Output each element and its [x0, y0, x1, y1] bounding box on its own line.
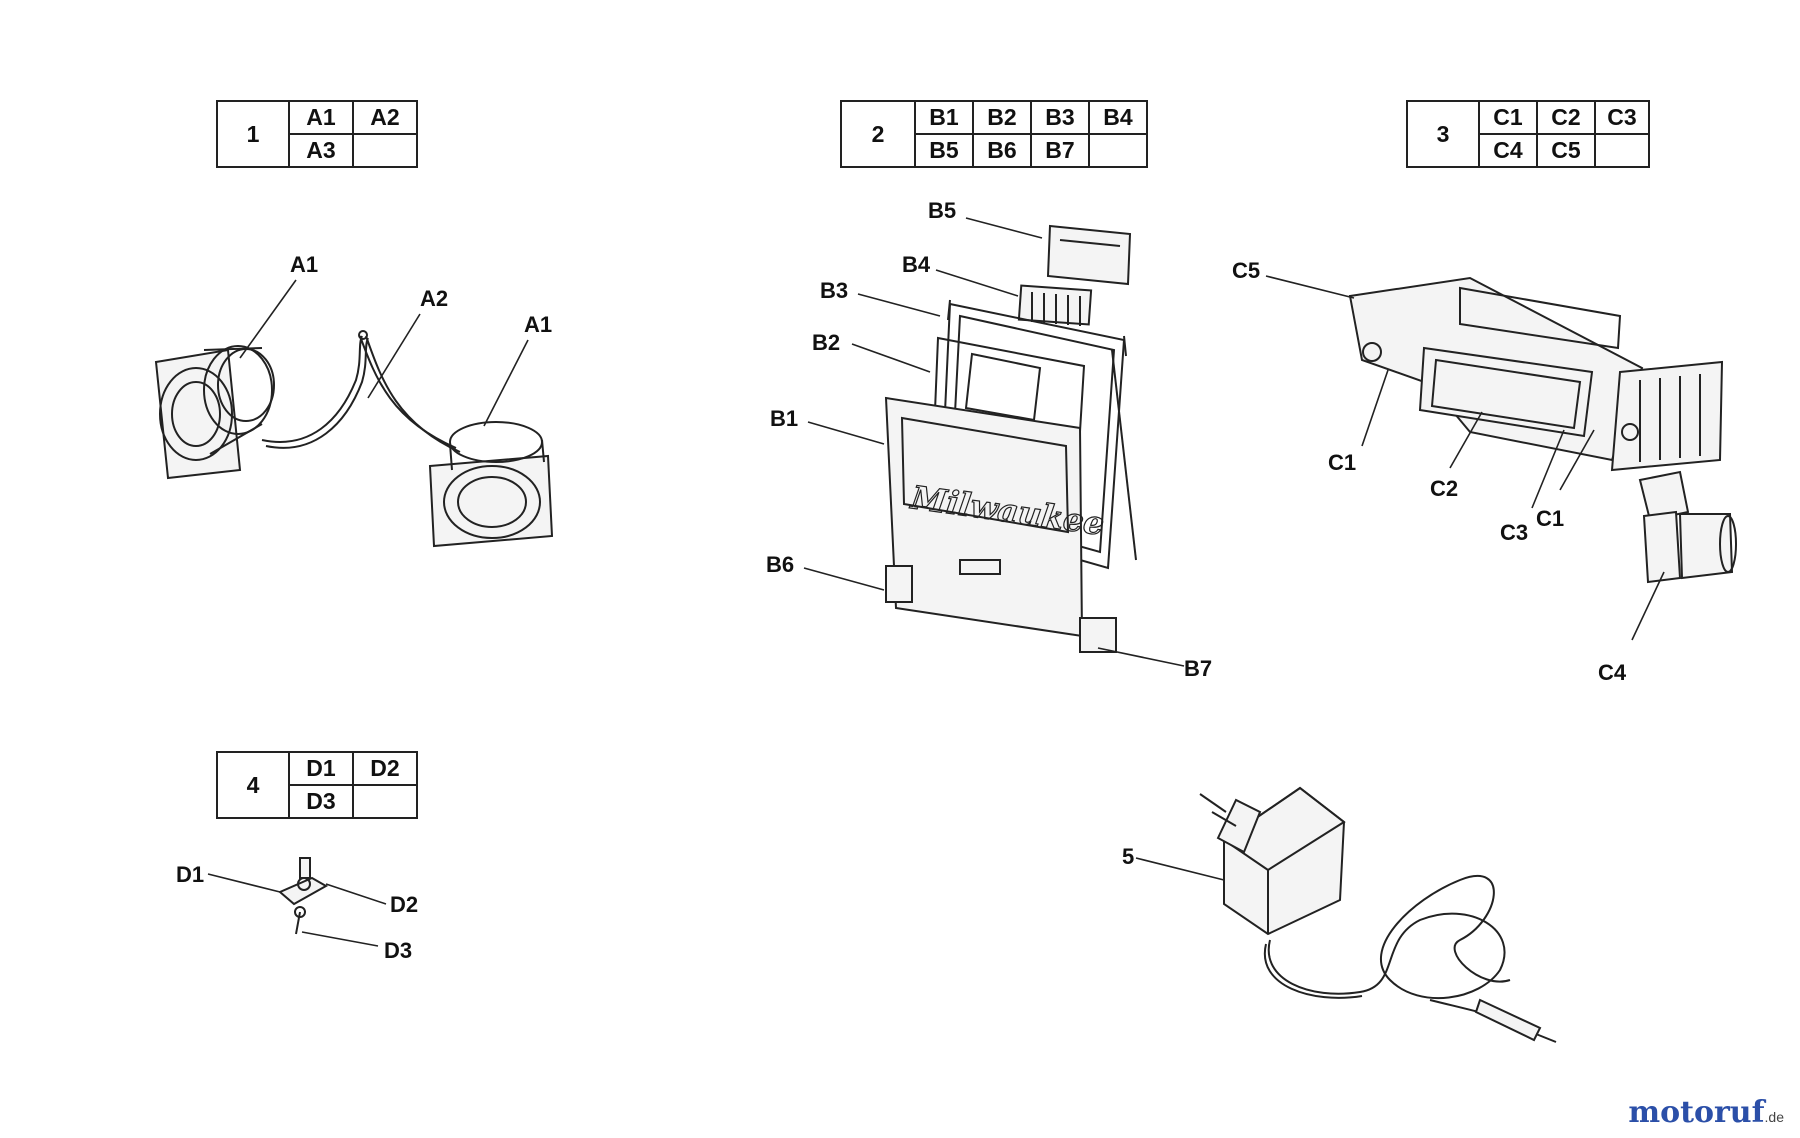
callout-d1: D1	[176, 862, 204, 887]
connector-board-icon	[1046, 224, 1132, 286]
part-cell	[1088, 133, 1148, 168]
watermark-suffix: .de	[1764, 1109, 1784, 1125]
callout-b4: B4	[902, 252, 931, 277]
leader-line	[965, 217, 1043, 239]
callout-c3: C3	[1500, 520, 1528, 545]
leader-line	[1559, 429, 1595, 491]
part-cell: A2	[352, 100, 418, 135]
terminal-block-icon	[1017, 284, 1093, 326]
callout-a2: A2	[420, 286, 448, 311]
callout-b6: B6	[766, 552, 794, 577]
part-cell: B3	[1030, 100, 1090, 135]
leader-line	[483, 339, 529, 427]
group-4-parts-table: 4 D1 D2 D3	[216, 751, 418, 819]
speaker-left-icon	[154, 345, 275, 480]
part-cell: B7	[1030, 133, 1090, 168]
part-cell: A3	[288, 133, 354, 168]
callout-a1: A1	[524, 312, 552, 337]
leader-line	[301, 931, 379, 947]
battery-door-icon: Milwaukee	[884, 396, 1117, 653]
leader-line	[1631, 571, 1665, 641]
part-cell: C2	[1536, 100, 1596, 135]
callout-d3: D3	[384, 938, 412, 963]
leader-line	[239, 279, 297, 359]
callout-b7: B7	[1184, 656, 1212, 681]
group-number: 1	[216, 100, 290, 168]
group-3-parts-table: 3 C1 C2 C3 C4 C5	[1406, 100, 1650, 168]
power-jack-icon	[1638, 470, 1737, 584]
leader-line	[1361, 369, 1389, 447]
callout-b3: B3	[820, 278, 848, 303]
watermark-text: motoruf	[1628, 1095, 1765, 1130]
callout-c5: C5	[1232, 258, 1260, 283]
callout-c2: C2	[1430, 476, 1458, 501]
leader-line	[1097, 647, 1185, 667]
speaker-cable-icon	[261, 330, 461, 453]
leader-line	[1531, 429, 1565, 509]
callout-d2: D2	[390, 892, 418, 917]
group-number: 4	[216, 751, 290, 819]
part-cell: B6	[972, 133, 1032, 168]
leader-line	[807, 421, 885, 445]
bracket-screw-icon	[278, 857, 329, 935]
group-number: 3	[1406, 100, 1480, 168]
leader-line	[367, 313, 421, 399]
part-cell: B4	[1088, 100, 1148, 135]
group-number: 2	[840, 100, 916, 168]
callout-a1: A1	[290, 252, 318, 277]
power-adapter-icon	[1199, 786, 1557, 1043]
leader-line	[1135, 857, 1225, 881]
callout-b5: B5	[928, 198, 956, 223]
leader-line	[1265, 275, 1355, 299]
leader-line	[857, 293, 941, 317]
part-cell: B2	[972, 100, 1032, 135]
group-2-parts-table: 2 B1 B2 B3 B4 B5 B6 B7	[840, 100, 1148, 168]
part-cell: C3	[1594, 100, 1650, 135]
part-cell: A1	[288, 100, 354, 135]
leader-line	[325, 883, 387, 905]
leader-line	[935, 269, 1019, 297]
leader-line	[803, 567, 885, 591]
part-cell: B5	[914, 133, 974, 168]
circuit-board-icon	[1348, 276, 1724, 472]
part-cell: D3	[288, 784, 354, 819]
callout-b2: B2	[812, 330, 840, 355]
callout-c4: C4	[1598, 660, 1627, 685]
watermark-logo: motoruf.de	[1628, 1095, 1784, 1130]
part-cell: C4	[1478, 133, 1538, 168]
part-cell	[352, 133, 418, 168]
callout-5: 5	[1122, 844, 1134, 869]
callout-b1: B1	[770, 406, 798, 431]
part-cell: D2	[352, 751, 418, 786]
part-cell: D1	[288, 751, 354, 786]
leader-line	[851, 343, 931, 373]
part-cell	[1594, 133, 1650, 168]
group-1-parts-table: 1 A1 A2 A3	[216, 100, 418, 168]
callout-c1: C1	[1328, 450, 1356, 475]
callout-c1: C1	[1536, 506, 1564, 531]
speaker-right-icon	[428, 421, 554, 548]
part-cell: C5	[1536, 133, 1596, 168]
part-cell: C1	[1478, 100, 1538, 135]
leader-line	[207, 873, 281, 893]
leader-line	[1449, 411, 1483, 469]
part-cell: B1	[914, 100, 974, 135]
part-cell	[352, 784, 418, 819]
